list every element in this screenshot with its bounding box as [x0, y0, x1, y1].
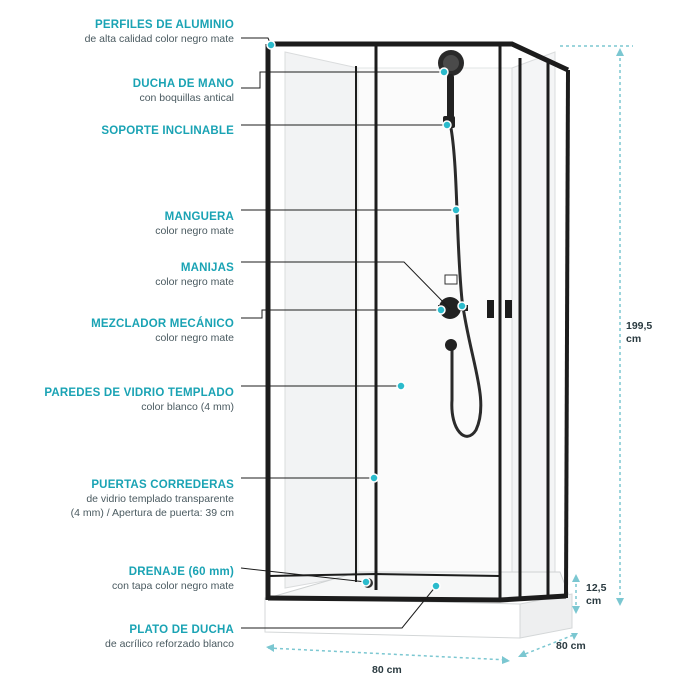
back-wall-right	[357, 67, 513, 576]
label-manguera-title: MANGUERA	[164, 211, 234, 223]
label-plato: PLATO DE DUCHA de acrílico reforzado bla…	[105, 623, 234, 651]
label-plato-sub: de acrílico reforzado blanco	[105, 638, 234, 650]
label-perfiles: PERFILES DE ALUMINIO de alta calidad col…	[85, 18, 234, 46]
label-puertas-sub-1: de vidrio templado transparente	[86, 493, 234, 505]
label-mezclador-title: MEZCLADOR MECÁNICO	[91, 318, 234, 330]
label-puertas: PUERTAS CORREDERAS de vidrio templado tr…	[71, 478, 234, 520]
label-perfiles-title: PERFILES DE ALUMINIO	[94, 19, 234, 31]
brand-sticker	[444, 274, 458, 285]
label-paredes: PAREDES DE VIDRIO TEMPLADO color blanco …	[44, 386, 234, 414]
callout-dots	[266, 40, 467, 591]
label-perfiles-sub: de alta calidad color negro mate	[84, 33, 234, 45]
dim-depth: 80 cm	[556, 640, 586, 652]
label-soporte: SOPORTE INCLINABLE	[101, 124, 234, 138]
label-ducha-sub: con boquillas antical	[139, 92, 234, 104]
dim-height: 199,5 cm	[626, 320, 652, 346]
label-manguera-sub: color negro mate	[155, 225, 234, 237]
label-manijas-title: MANIJAS	[180, 262, 234, 274]
dim-tray-height-value: 12,5	[586, 582, 607, 594]
label-puertas-title: PUERTAS CORREDERAS	[91, 479, 234, 491]
label-soporte-title: SOPORTE INCLINABLE	[101, 125, 234, 137]
label-paredes-sub: color blanco (4 mm)	[141, 401, 234, 413]
shower-tray-front	[264, 597, 521, 639]
dim-height-value: 199,5	[626, 320, 653, 332]
label-manijas-sub: color negro mate	[155, 276, 234, 288]
label-puertas-sub-2: (4 mm) / Apertura de puerta: 39 cm	[70, 507, 234, 519]
dimension-lines	[267, 45, 633, 661]
label-mezclador-sub: color negro mate	[155, 332, 234, 344]
label-drenaje-title: DRENAJE (60 mm)	[128, 566, 234, 578]
label-ducha: DUCHA DE MANO con boquillas antical	[133, 77, 234, 105]
label-manijas: MANIJAS color negro mate	[155, 261, 234, 289]
dim-tray-height: 12,5 cm	[586, 582, 606, 608]
label-ducha-title: DUCHA DE MANO	[132, 78, 234, 90]
aluminium-frame	[265, 41, 570, 603]
label-plato-title: PLATO DE DUCHA	[129, 624, 234, 636]
label-manguera: MANGUERA color negro mate	[155, 210, 234, 238]
mixer	[438, 297, 468, 351]
dim-height-unit: cm	[626, 333, 642, 345]
door-handle-left	[487, 300, 494, 318]
shower-hose	[449, 127, 483, 438]
label-mezclador: MEZCLADOR MECÁNICO color negro mate	[91, 317, 234, 345]
label-drenaje-sub: con tapa color negro mate	[112, 580, 234, 592]
leader-lines	[240, 37, 456, 629]
back-wall	[284, 51, 359, 589]
dim-tray-height-unit: cm	[586, 595, 602, 607]
door-handle-right	[505, 300, 512, 318]
dimension-arrows	[266, 48, 624, 664]
dim-width: 80 cm	[372, 664, 402, 676]
label-paredes-title: PAREDES DE VIDRIO TEMPLADO	[44, 387, 234, 399]
label-drenaje: DRENAJE (60 mm) con tapa color negro mat…	[112, 565, 234, 593]
